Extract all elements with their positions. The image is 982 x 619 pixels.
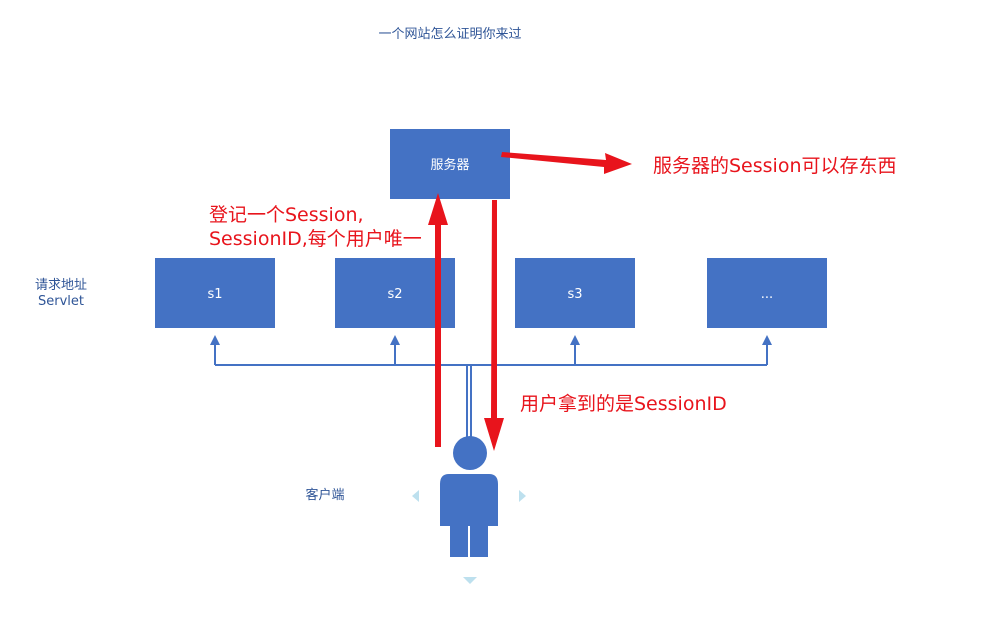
server-node: 服务器 xyxy=(390,129,510,199)
servlet-box-s1 xyxy=(155,258,275,328)
arrow-server-to-client xyxy=(484,200,504,451)
servlet-label-s3: s3 xyxy=(567,287,582,302)
nudge-down-icon xyxy=(463,577,477,584)
server-label: 服务器 xyxy=(430,157,469,173)
user-head xyxy=(453,436,487,470)
servlet-label-line2: Servlet xyxy=(38,294,84,309)
nudge-left-icon xyxy=(412,490,419,502)
connector-bus xyxy=(210,335,772,440)
diagram-title: 一个网站怎么证明你来过 xyxy=(378,27,521,42)
nudge-right-icon xyxy=(519,490,526,502)
servlet-node-s3: s3 xyxy=(515,258,635,328)
servlet-node-more: ... xyxy=(707,258,827,328)
annotation-user-gets: 用户拿到的是SessionID xyxy=(520,392,727,415)
servlet-label-more: ... xyxy=(761,287,773,302)
servlet-label-s1: s1 xyxy=(207,287,222,302)
user-body xyxy=(440,474,498,557)
servlet-label-s2: s2 xyxy=(387,287,402,302)
servlet-label-line1: 请求地址 xyxy=(35,278,87,293)
server-box xyxy=(390,129,510,199)
servlet-box-s3 xyxy=(515,258,635,328)
servlet-node-s1: s1 xyxy=(155,258,275,328)
arrow-server-to-note xyxy=(501,152,632,174)
annotation-server-session: 服务器的Session可以存东西 xyxy=(653,155,897,177)
annotation-register-line1: 登记一个Session, xyxy=(209,204,364,226)
arrow-client-to-server xyxy=(428,193,448,447)
servlet-box-more xyxy=(707,258,827,328)
red-arrows xyxy=(428,152,632,451)
annotation-register-line2: SessionID,每个用户唯一 xyxy=(209,228,422,250)
client-label: 客户端 xyxy=(305,487,344,503)
user-icon xyxy=(440,436,498,557)
